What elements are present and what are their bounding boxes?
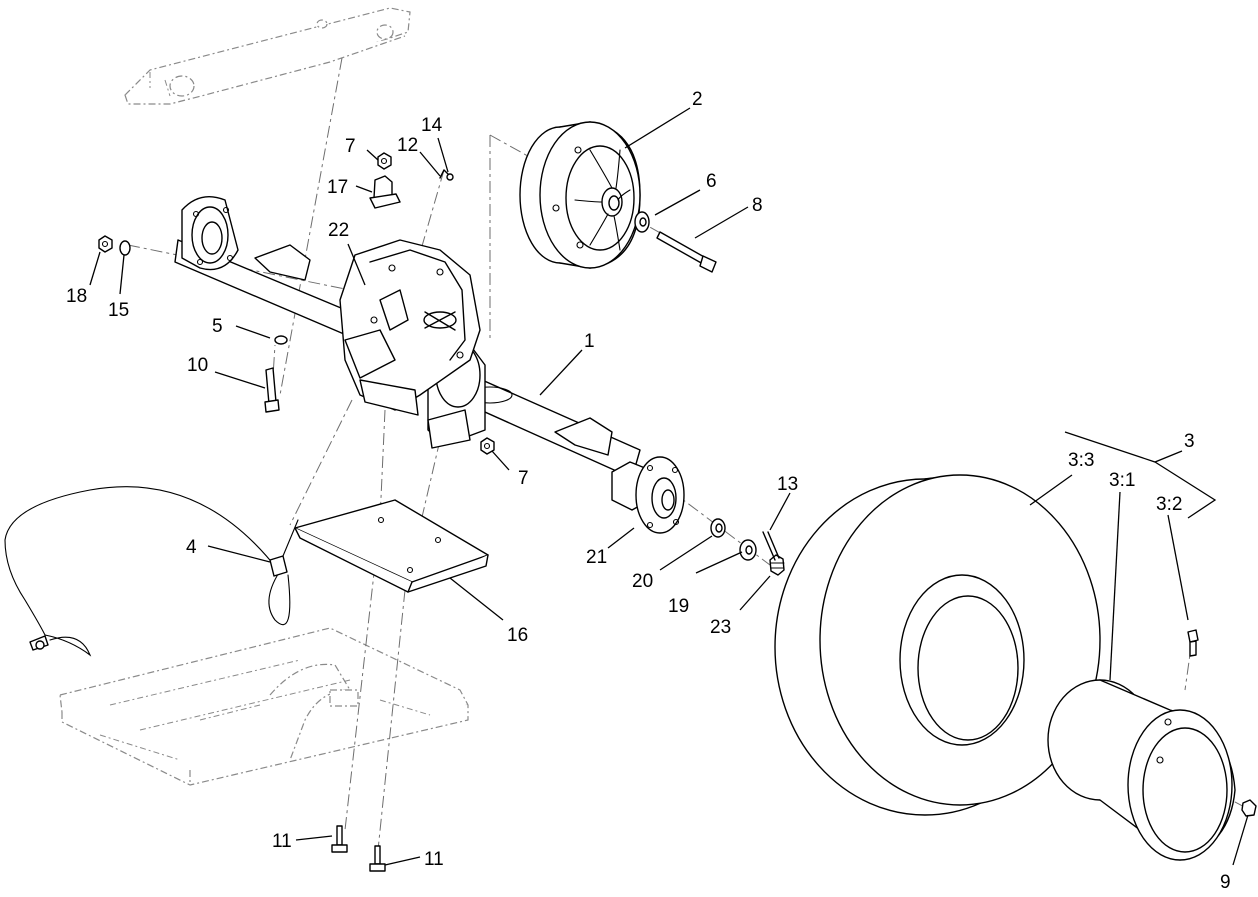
castle-nut-23 [769, 554, 785, 576]
callout-3-3: 3:3 [1068, 450, 1094, 471]
gearbox-housing [339, 239, 481, 416]
nut-7-upper [377, 152, 392, 170]
bolt-10 [264, 367, 280, 413]
callout-22: 22 [328, 220, 349, 241]
washer-19 [739, 539, 757, 561]
callout-3: 3 [1184, 431, 1195, 452]
sensor-cable [4, 486, 299, 657]
lower-frame-phantom [59, 627, 469, 786]
callout-19: 19 [668, 596, 689, 617]
right-hub-flange [611, 456, 685, 534]
washer-5 [274, 335, 288, 345]
callout-2: 2 [692, 89, 703, 110]
callout-7-upper: 7 [345, 136, 356, 157]
callout-8: 8 [752, 195, 763, 216]
nut-7-lower [480, 437, 495, 455]
callout-6: 6 [706, 171, 717, 192]
callout-23: 23 [710, 617, 731, 638]
callout-4: 4 [186, 537, 197, 558]
leader-lines [89, 107, 1249, 866]
callout-10: 10 [187, 355, 208, 376]
callout-labels: 1 2 3 3:3 3:1 3:2 4 5 6 7 7 8 9 10 11 11… [66, 89, 1231, 893]
callout-17: 17 [327, 177, 348, 198]
callout-11-right: 11 [424, 849, 444, 870]
callout-11-left: 11 [272, 831, 292, 852]
callout-14: 14 [421, 115, 443, 136]
callout-18: 18 [66, 286, 87, 307]
washer-15 [119, 240, 131, 256]
lug-nut-9 [1241, 799, 1257, 817]
bracket-17 [369, 175, 401, 209]
callout-7-lower: 7 [518, 468, 529, 489]
callout-1: 1 [584, 331, 595, 352]
callout-9: 9 [1220, 872, 1231, 893]
mounting-plate [294, 499, 489, 593]
callout-13: 13 [777, 474, 798, 495]
upper-frame-phantom [124, 7, 411, 105]
rim-3-1 [1047, 679, 1236, 861]
callout-12: 12 [397, 135, 418, 156]
washer-20 [710, 518, 726, 538]
callout-16: 16 [507, 625, 528, 646]
bolt-11-left [331, 825, 348, 853]
pin-12-14 [439, 169, 454, 181]
callout-20: 20 [632, 571, 653, 592]
left-flange [181, 196, 239, 271]
callout-15: 15 [108, 300, 129, 321]
callout-3-2: 3:2 [1156, 494, 1182, 515]
lug-bolt-3-2 [1187, 629, 1199, 657]
callout-5: 5 [212, 316, 223, 337]
tire-3-3 [774, 474, 1101, 816]
drive-pulley [519, 121, 641, 269]
nut-18 [98, 235, 113, 253]
cotter-pin-13 [762, 531, 780, 561]
washer-6 [634, 211, 650, 233]
callout-21: 21 [586, 547, 607, 568]
bolt-11-right [369, 845, 386, 872]
bolt-8 [656, 231, 717, 273]
callout-3-1: 3:1 [1109, 470, 1135, 491]
